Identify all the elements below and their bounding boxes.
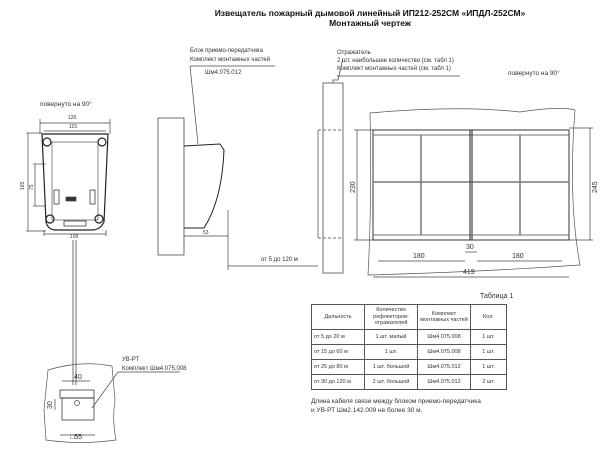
reflector-label: Отражатель <box>337 50 371 56</box>
dim-115: 115 <box>69 124 77 130</box>
detector-front-view <box>26 119 111 236</box>
distance-table: Дальность Количество рефлекторов-отражат… <box>311 304 507 390</box>
cell: 2 шт. <box>470 374 507 390</box>
dim-53: 53 <box>203 230 209 236</box>
uvrt-label: УВ-РТ <box>122 357 140 363</box>
dim-126: 126 <box>68 115 77 121</box>
reflector-qty-label: 2 шт. наибольшее количество (см. табл 1) <box>337 58 454 64</box>
dim-165: 165 <box>20 181 26 190</box>
dim-109: 109 <box>70 234 79 240</box>
cell: Шм4.075.012 <box>417 359 471 375</box>
uvrt-kit-label: Комплект Шм4.075.008 <box>122 366 187 372</box>
table-caption: Таблица 1 <box>480 293 514 300</box>
reflector-panel <box>354 108 593 278</box>
title-line1: Извещатель пожарный дымовой линейный ИП2… <box>214 8 526 18</box>
dim-245: 245 <box>592 181 599 193</box>
dim-55-value: 55 <box>74 434 83 441</box>
front-rotated-note: повернуто на 90° <box>40 101 92 108</box>
cell: 1 шт. <box>364 344 418 360</box>
cell: Шм4.075.008 <box>417 329 471 345</box>
col-header: Дальность <box>311 304 365 330</box>
cell: 1 шт. большой <box>364 359 418 375</box>
dim-230: 230 <box>350 181 357 193</box>
dim-30: 30 <box>466 244 474 251</box>
cell: Шм4.075.008 <box>417 344 471 360</box>
cell: от 30 до 120 м <box>311 374 365 390</box>
note-line2: и УВ-РТ Шм2.142.009 не более 30 м. <box>311 407 423 414</box>
dim-75: 75 <box>29 184 35 190</box>
col-header: Комплект монтажных частей <box>417 304 471 330</box>
transceiver-label: Блок приемо-передатчика <box>190 48 263 54</box>
transceiver-kit-label: Комплект монтажных частей <box>190 57 271 63</box>
cell: от 5 до 20 м <box>311 329 365 345</box>
cell: 2 шт. большой <box>364 374 418 390</box>
cell: 1 шт. <box>470 344 507 360</box>
title-line2: Монтажный чертеж <box>329 18 411 28</box>
distance-label: от 5 до 120 м <box>261 257 298 263</box>
cell: от 25 до 80 м <box>311 359 365 375</box>
dim-30-uvrt: 30 <box>47 401 54 409</box>
table-header-row: Дальность Количество рефлекторов-отражат… <box>311 304 507 330</box>
col-header: Кол. <box>470 304 507 330</box>
uvrt-view <box>43 363 180 443</box>
cell: от 15 до 60 м <box>311 344 365 360</box>
dim-55: □55 <box>70 434 83 441</box>
reflector-kit-label: Комплект монтажных частей (см. табл 1) <box>337 66 451 72</box>
reflector-side-view <box>317 57 460 274</box>
dim-180-left: 180 <box>413 253 425 260</box>
cell: 1 шт. <box>470 359 507 375</box>
transceiver-code: Шм4.075.012 <box>205 70 242 76</box>
reflector-rotated-note: повернуто на 90° <box>508 70 560 77</box>
cell: Шм4.075.012 <box>417 374 471 390</box>
col-header: Количество рефлекторов-отражателей <box>364 304 418 330</box>
dim-419: 419 <box>463 269 475 276</box>
dim-180-right: 180 <box>512 253 524 260</box>
cell: 1 шт. малый <box>364 329 418 345</box>
transceiver-side-view <box>157 65 318 270</box>
dim-40: 40 <box>74 374 82 381</box>
cell: 1 шт. <box>470 329 507 345</box>
note-line1: Длина кабеля связи между блоком приемо-п… <box>311 398 481 405</box>
